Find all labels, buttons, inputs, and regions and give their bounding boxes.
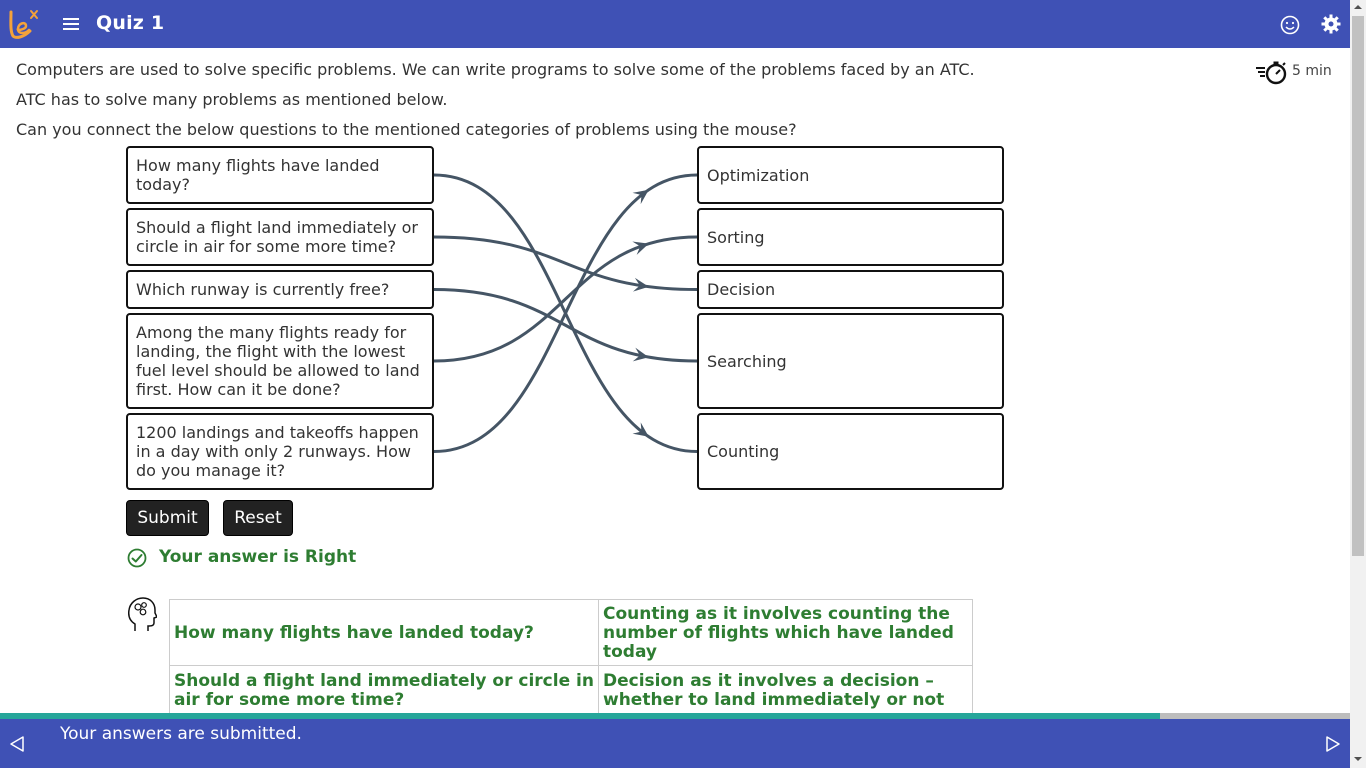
connector-arrowhead	[632, 241, 649, 255]
timer-label: 5 min	[1292, 63, 1332, 79]
scroll-down-arrow-icon[interactable]	[1350, 754, 1366, 764]
timer: 5 min	[1255, 60, 1335, 85]
connector-line	[433, 235, 698, 363]
table-cell-question: How many flights have landed today?	[169, 599, 599, 666]
status-message: Your answers are submitted.	[60, 724, 302, 744]
head-gears-icon	[128, 597, 157, 631]
connector-line	[433, 235, 698, 291]
gear-icon[interactable]	[1321, 14, 1341, 34]
right-item-optimization[interactable]: Optimization	[697, 146, 1004, 204]
table-cell-answer: Decision as it involves a decision – whe…	[598, 665, 973, 714]
vertical-scrollbar[interactable]	[1350, 0, 1366, 768]
progress-fill	[0, 713, 1160, 719]
scroll-up-arrow-icon[interactable]	[1350, 2, 1366, 12]
connector-line	[433, 173, 698, 453]
submit-button[interactable]: Submit	[126, 500, 209, 536]
hamburger-menu-icon[interactable]	[63, 18, 79, 31]
question-line-3: Can you connect the below questions to t…	[16, 120, 797, 139]
connector-arrowhead	[632, 277, 649, 292]
connector-line	[433, 173, 698, 453]
connector-arrowhead	[632, 347, 649, 362]
progress-bar	[0, 713, 1350, 719]
triangle-right-icon[interactable]	[1322, 734, 1342, 754]
left-item-5[interactable]: 1200 landings and takeoffs happen in a d…	[126, 413, 434, 490]
triangle-left-icon[interactable]	[8, 734, 28, 754]
reset-button[interactable]: Reset	[223, 500, 293, 536]
connector-arrowhead	[632, 422, 649, 437]
table-cell-question: Should a flight land immediately or circ…	[169, 665, 599, 714]
right-item-sorting[interactable]: Sorting	[697, 208, 1004, 266]
left-item-2[interactable]: Should a flight land immediately or circ…	[126, 208, 434, 266]
connector-line	[433, 288, 698, 363]
question-line-2: ATC has to solve many problems as mentio…	[16, 90, 448, 109]
right-item-counting[interactable]: Counting	[697, 413, 1004, 490]
scrollbar-thumb[interactable]	[1352, 16, 1364, 556]
explanation-table: How many flights have landed today? Coun…	[169, 599, 973, 714]
connector-arrowhead	[632, 189, 649, 205]
smiley-icon[interactable]	[1280, 15, 1300, 35]
table-row: Should a flight land immediately or circ…	[169, 665, 973, 714]
stopwatch-icon	[1256, 61, 1287, 85]
check-circle-icon	[127, 548, 147, 568]
page-title: Quiz 1	[96, 12, 165, 34]
left-item-4[interactable]: Among the many flights ready for landing…	[126, 313, 434, 409]
lex-logo-icon[interactable]	[8, 9, 40, 39]
table-row: How many flights have landed today? Coun…	[169, 599, 973, 666]
result-message: Your answer is Right	[159, 547, 357, 567]
table-cell-answer: Counting as it involves counting the num…	[598, 599, 973, 666]
left-item-3[interactable]: Which runway is currently free?	[126, 270, 434, 309]
top-app-bar: Quiz 1	[0, 0, 1350, 48]
right-item-searching[interactable]: Searching	[697, 313, 1004, 409]
left-item-1[interactable]: How many flights have landed today?	[126, 146, 434, 204]
bottom-bar: Your answers are submitted.	[0, 719, 1350, 768]
question-line-1: Computers are used to solve specific pro…	[16, 60, 975, 79]
right-item-decision[interactable]: Decision	[697, 270, 1004, 309]
